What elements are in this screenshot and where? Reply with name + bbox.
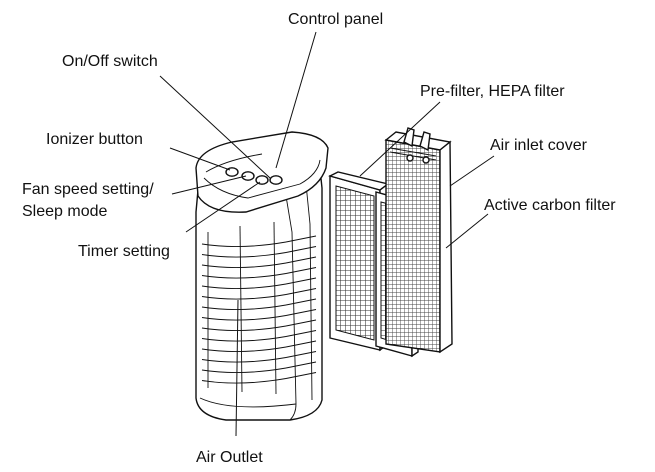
air-outlet-vents [201,221,317,395]
louvre-slat [201,367,287,374]
louvre-slat-side [285,246,317,253]
louvre-slat [201,325,287,332]
louvre-slat [201,294,287,300]
louvre-slat [201,283,287,290]
label-fan-speed-line2: Sleep mode [22,203,107,220]
louvre-slat-side [285,309,317,316]
louvre-slat [201,378,287,384]
on-off-button [269,175,283,185]
louvre-slat [201,304,287,311]
louvre-slat-side [285,235,317,243]
louvre-slat-side [285,372,317,379]
label-pre-filter-hepa: Pre-filter, HEPA filter [420,83,565,100]
louvre-slat-side [285,340,317,348]
louvre-slat-side [285,298,317,306]
label-on-off-switch: On/Off switch [62,53,158,70]
louvre-slat-side [285,267,317,274]
louvre-slat-side [285,319,317,327]
louvre-slat [201,262,287,269]
leader-lines [159,31,495,437]
louvre-slat-side [285,277,317,285]
louvre-slat-side [285,351,317,358]
label-timer-setting: Timer setting [78,243,170,260]
label-air-outlet: Air Outlet [196,449,263,466]
louvre-slat-side [285,256,317,264]
louvre-slat-side [285,330,317,337]
louvre-slat [201,252,287,258]
louvre-slat [201,315,287,321]
label-active-carbon-filter: Active carbon filter [484,197,616,214]
louvre-slat [201,241,287,248]
control-panel [195,131,329,213]
louvre-slat [201,336,287,342]
labels: Control panel On/Off switch Pre-filter, … [22,11,616,466]
louvre-slat [201,273,287,279]
label-ionizer-button: Ionizer button [46,131,143,148]
purifier-body [195,149,323,421]
air-inlet-cover [384,127,453,354]
label-air-inlet-cover: Air inlet cover [490,137,588,154]
louvre-slat [201,346,287,353]
louvre-slat-side [285,288,317,295]
label-fan-speed-line1: Fan speed setting/ [22,181,154,198]
label-control-panel: Control panel [288,11,383,28]
fan-speed-button [241,171,255,181]
louvre-slat-side [285,361,317,369]
louvre-slat [201,357,287,363]
